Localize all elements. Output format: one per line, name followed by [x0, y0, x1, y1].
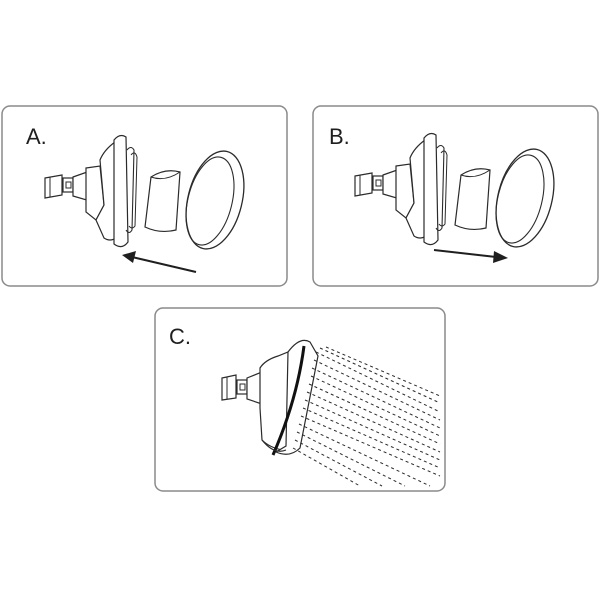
showerhead-spray-icon: [221, 339, 319, 456]
panel-c: C.: [154, 307, 446, 492]
panel-a: A.: [1, 105, 288, 287]
arrow-left-icon: [122, 251, 197, 273]
panel-b-label: B.: [329, 124, 350, 149]
water-spray: [292, 346, 441, 487]
panel-a-label: A.: [26, 124, 47, 149]
panel-b: B.: [312, 105, 599, 287]
arrow-right-icon: [433, 249, 508, 263]
panel-c-label: C.: [169, 324, 191, 349]
